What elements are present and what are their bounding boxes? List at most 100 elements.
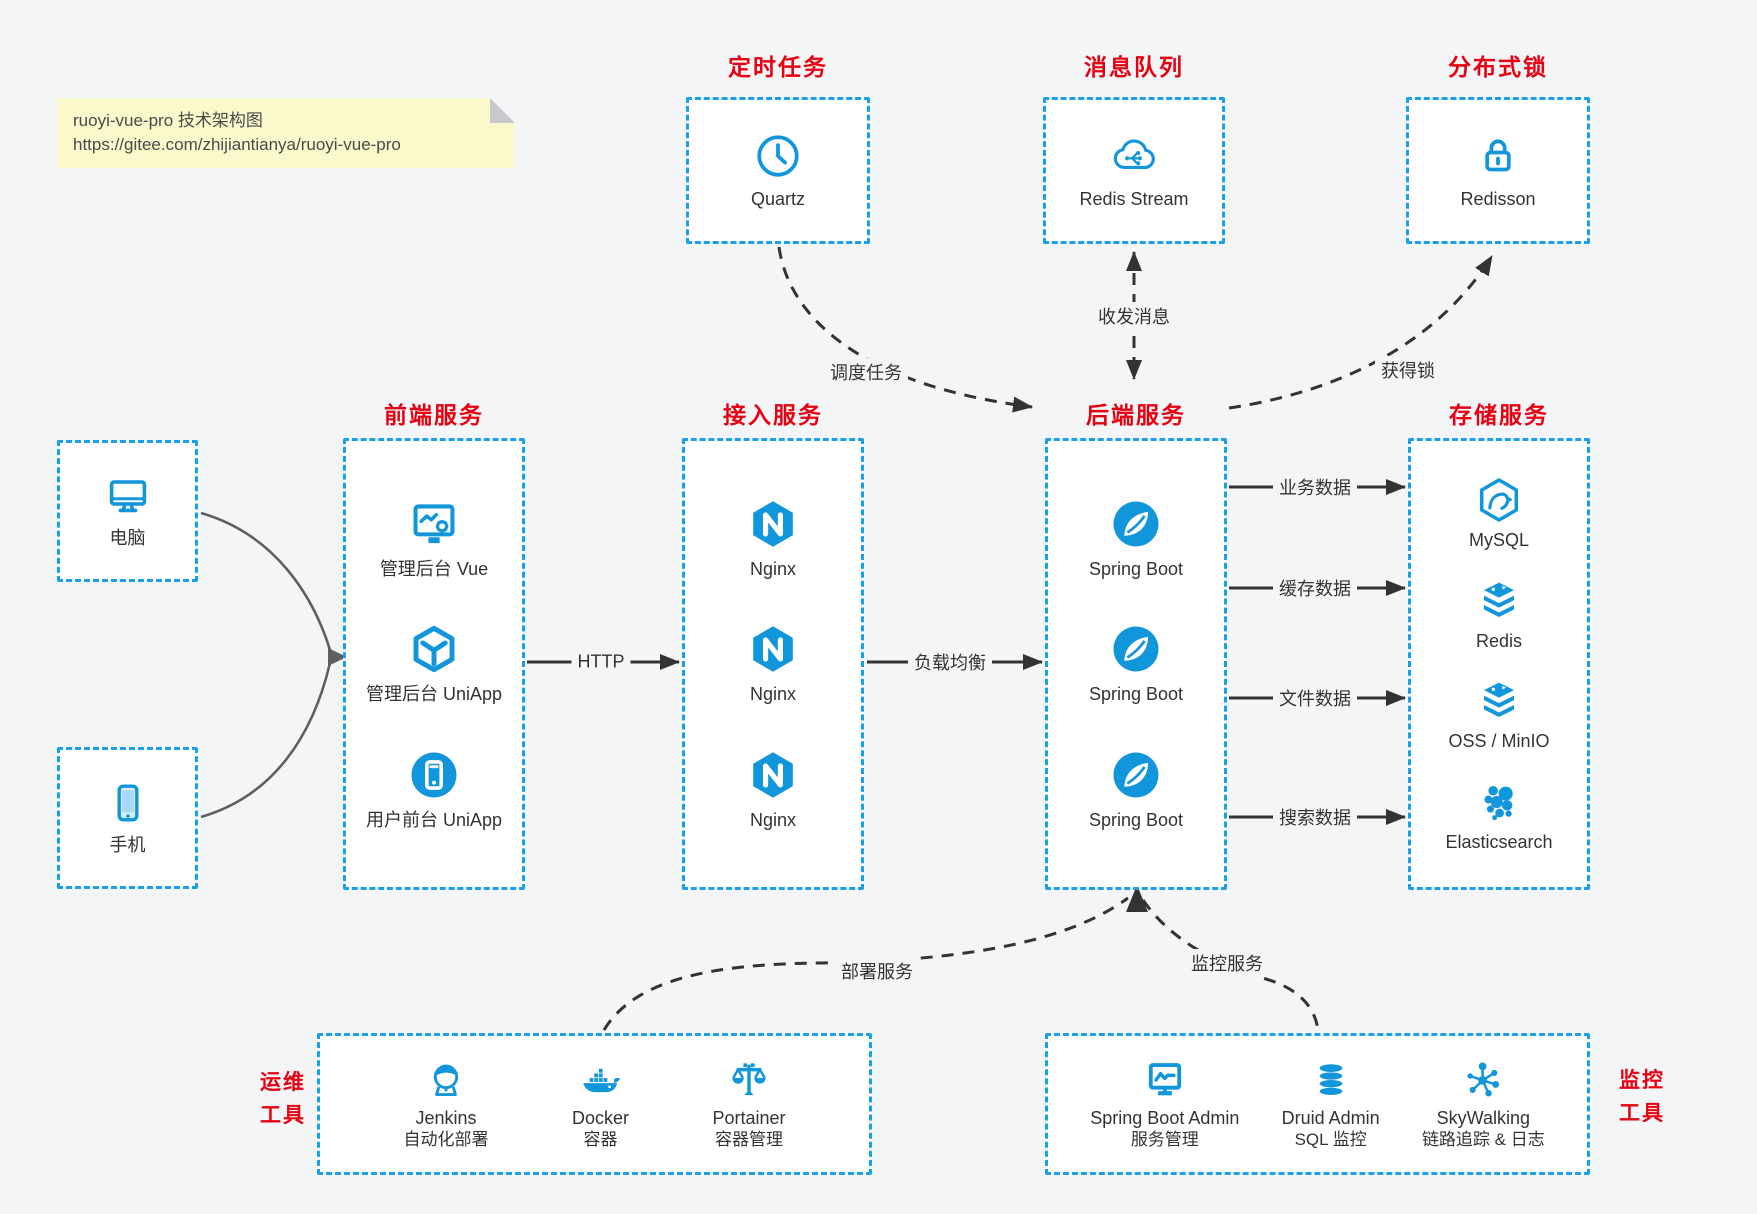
- client-box-phone: 手机: [57, 747, 198, 889]
- edge-label-load-balance: 负载均衡: [908, 648, 992, 676]
- edge-label-business-data: 业务数据: [1273, 473, 1357, 501]
- group-box-monitor-tools: Spring Boot Admin 服务管理 Druid Admin SQL 监…: [1045, 1033, 1590, 1175]
- node-label-spring-boot-1: Spring Boot: [1088, 558, 1184, 579]
- node-label-user-uniapp: 用户前台 UniApp: [365, 809, 503, 830]
- node-redis-stream: Redis Stream: [1079, 131, 1189, 211]
- client-box-desktop: 电脑: [57, 440, 198, 582]
- arrowhead-into-frontend: [328, 648, 347, 666]
- node-phone: 手机: [104, 779, 152, 857]
- group-title-message-queue: 消息队列: [1084, 54, 1184, 80]
- node-admin-vue: 管理后台 Vue: [380, 497, 488, 581]
- nginx-icon: [746, 748, 800, 802]
- nginx-icon: [746, 622, 800, 676]
- node-label-quartz: Quartz: [750, 188, 806, 209]
- edge-label-http: HTTP: [571, 650, 631, 674]
- node-admin-uniapp: 管理后台 UniApp: [366, 622, 502, 706]
- docker-icon: [577, 1057, 623, 1103]
- edge-label-monitor-service: 监控服务: [1185, 949, 1269, 977]
- skywalking-icon: [1460, 1057, 1506, 1103]
- group-box-backend: Spring Boot Spring Boot Spring Boot: [1045, 438, 1227, 890]
- node-label-spring-boot-2: Spring Boot: [1088, 684, 1184, 705]
- node-label-mysql: MySQL: [1468, 530, 1529, 550]
- druid-database-icon: [1308, 1057, 1354, 1103]
- node-nginx-3: Nginx: [746, 748, 800, 832]
- node-label-admin-vue: 管理后台 Vue: [379, 558, 489, 579]
- node-quartz: Quartz: [751, 131, 805, 211]
- group-box-scheduled-task: Quartz: [686, 97, 870, 244]
- node-label-redisson: Redisson: [1460, 188, 1536, 209]
- node-druid-admin: Druid Admin SQL 监控: [1282, 1057, 1380, 1152]
- node-sublabel-skywalking: 链路追踪 & 日志: [1421, 1130, 1545, 1150]
- node-label-skywalking: SkyWalking: [1436, 1107, 1531, 1128]
- node-label-jenkins: Jenkins: [415, 1107, 477, 1128]
- node-nginx-2: Nginx: [746, 622, 800, 706]
- user-uniapp-icon: [407, 748, 461, 802]
- spring-boot-icon: [1109, 622, 1163, 676]
- side-label-monitor-tools: 监控 工具: [1597, 1064, 1687, 1130]
- spring-boot-icon: [1109, 748, 1163, 802]
- phone-icon: [104, 779, 152, 827]
- group-box-frontend: 管理后台 Vue 管理后台 UniApp 用户前台 UniApp: [343, 438, 525, 890]
- node-label-portainer: Portainer: [712, 1107, 786, 1128]
- arrow-schedule-task: [777, 246, 1033, 413]
- node-sublabel-druid-admin: SQL 监控: [1294, 1130, 1367, 1150]
- node-sublabel-portainer: 容器管理: [714, 1130, 783, 1150]
- group-title-distributed-lock: 分布式锁: [1448, 54, 1548, 80]
- side-label-ops-line1: 运维: [260, 1071, 306, 1094]
- elasticsearch-icon: [1474, 777, 1524, 827]
- side-label-monitor-line1: 监控: [1619, 1069, 1665, 1092]
- admin-vue-icon: [407, 497, 461, 551]
- lock-icon: [1473, 131, 1523, 181]
- node-label-druid-admin: Druid Admin: [1281, 1107, 1380, 1128]
- node-user-uniapp: 用户前台 UniApp: [366, 748, 502, 832]
- node-redisson: Redisson: [1460, 131, 1536, 211]
- node-elasticsearch: Elasticsearch: [1445, 777, 1553, 854]
- group-box-distributed-lock: Redisson: [1406, 97, 1590, 244]
- node-jenkins: Jenkins 自动化部署: [403, 1057, 488, 1152]
- node-sublabel-jenkins: 自动化部署: [403, 1130, 489, 1150]
- node-oss-minio: OSS / MinIO: [1448, 676, 1550, 753]
- note-url: https://gitee.com/zhijiantianya/ruoyi-vu…: [73, 135, 401, 154]
- node-label-admin-uniapp: 管理后台 UniApp: [365, 684, 503, 705]
- side-label-ops-tools: 运维 工具: [238, 1066, 328, 1132]
- portainer-icon: [726, 1057, 772, 1103]
- node-label-nginx-3: Nginx: [749, 809, 797, 830]
- storage-stack-icon: [1474, 676, 1524, 726]
- group-box-message-queue: Redis Stream: [1043, 97, 1225, 244]
- sticky-note: ruoyi-vue-pro 技术架构图 https://gitee.com/zh…: [57, 98, 515, 168]
- node-label-phone: 手机: [109, 835, 146, 856]
- node-mysql: MySQL: [1469, 475, 1529, 552]
- group-title-scheduled-task: 定时任务: [728, 54, 828, 80]
- node-label-nginx-1: Nginx: [749, 558, 797, 579]
- jenkins-icon: [423, 1057, 469, 1103]
- node-label-spring-boot-3: Spring Boot: [1088, 809, 1184, 830]
- springboot-admin-icon: [1142, 1057, 1188, 1103]
- node-portainer: Portainer 容器管理: [712, 1057, 786, 1152]
- edge-label-cache-data: 缓存数据: [1273, 574, 1357, 602]
- node-label-oss-minio: OSS / MinIO: [1448, 731, 1550, 751]
- note-title: ruoyi-vue-pro 技术架构图: [73, 111, 263, 130]
- node-docker: Docker 容器: [572, 1057, 629, 1152]
- node-sublabel-docker: 容器: [583, 1130, 618, 1150]
- node-nginx-1: Nginx: [746, 497, 800, 581]
- node-sublabel-spring-boot-admin: 服务管理: [1130, 1130, 1199, 1150]
- group-title-storage: 存储服务: [1449, 402, 1549, 428]
- group-title-access: 接入服务: [723, 402, 823, 428]
- group-box-access: Nginx Nginx Nginx: [682, 438, 864, 890]
- node-spring-boot-3: Spring Boot: [1089, 748, 1183, 832]
- side-label-monitor-line2: 工具: [1619, 1102, 1665, 1125]
- group-title-backend: 后端服务: [1086, 402, 1186, 428]
- nginx-icon: [746, 497, 800, 551]
- group-box-ops-tools: Jenkins 自动化部署 Docker 容器 Portainer 容器管理: [317, 1033, 872, 1175]
- spring-boot-icon: [1109, 497, 1163, 551]
- node-label-redis: Redis: [1475, 630, 1523, 651]
- desktop-icon: [104, 472, 152, 520]
- edge-label-search-data: 搜索数据: [1273, 803, 1357, 831]
- arrow-from-phone: [200, 662, 332, 819]
- arrow-acquire-lock: [1228, 255, 1494, 410]
- edge-label-deploy-service: 部署服务: [835, 957, 919, 985]
- node-spring-boot-1: Spring Boot: [1089, 497, 1183, 581]
- cloud-network-icon: [1109, 131, 1159, 181]
- node-label-desktop: 电脑: [109, 528, 146, 549]
